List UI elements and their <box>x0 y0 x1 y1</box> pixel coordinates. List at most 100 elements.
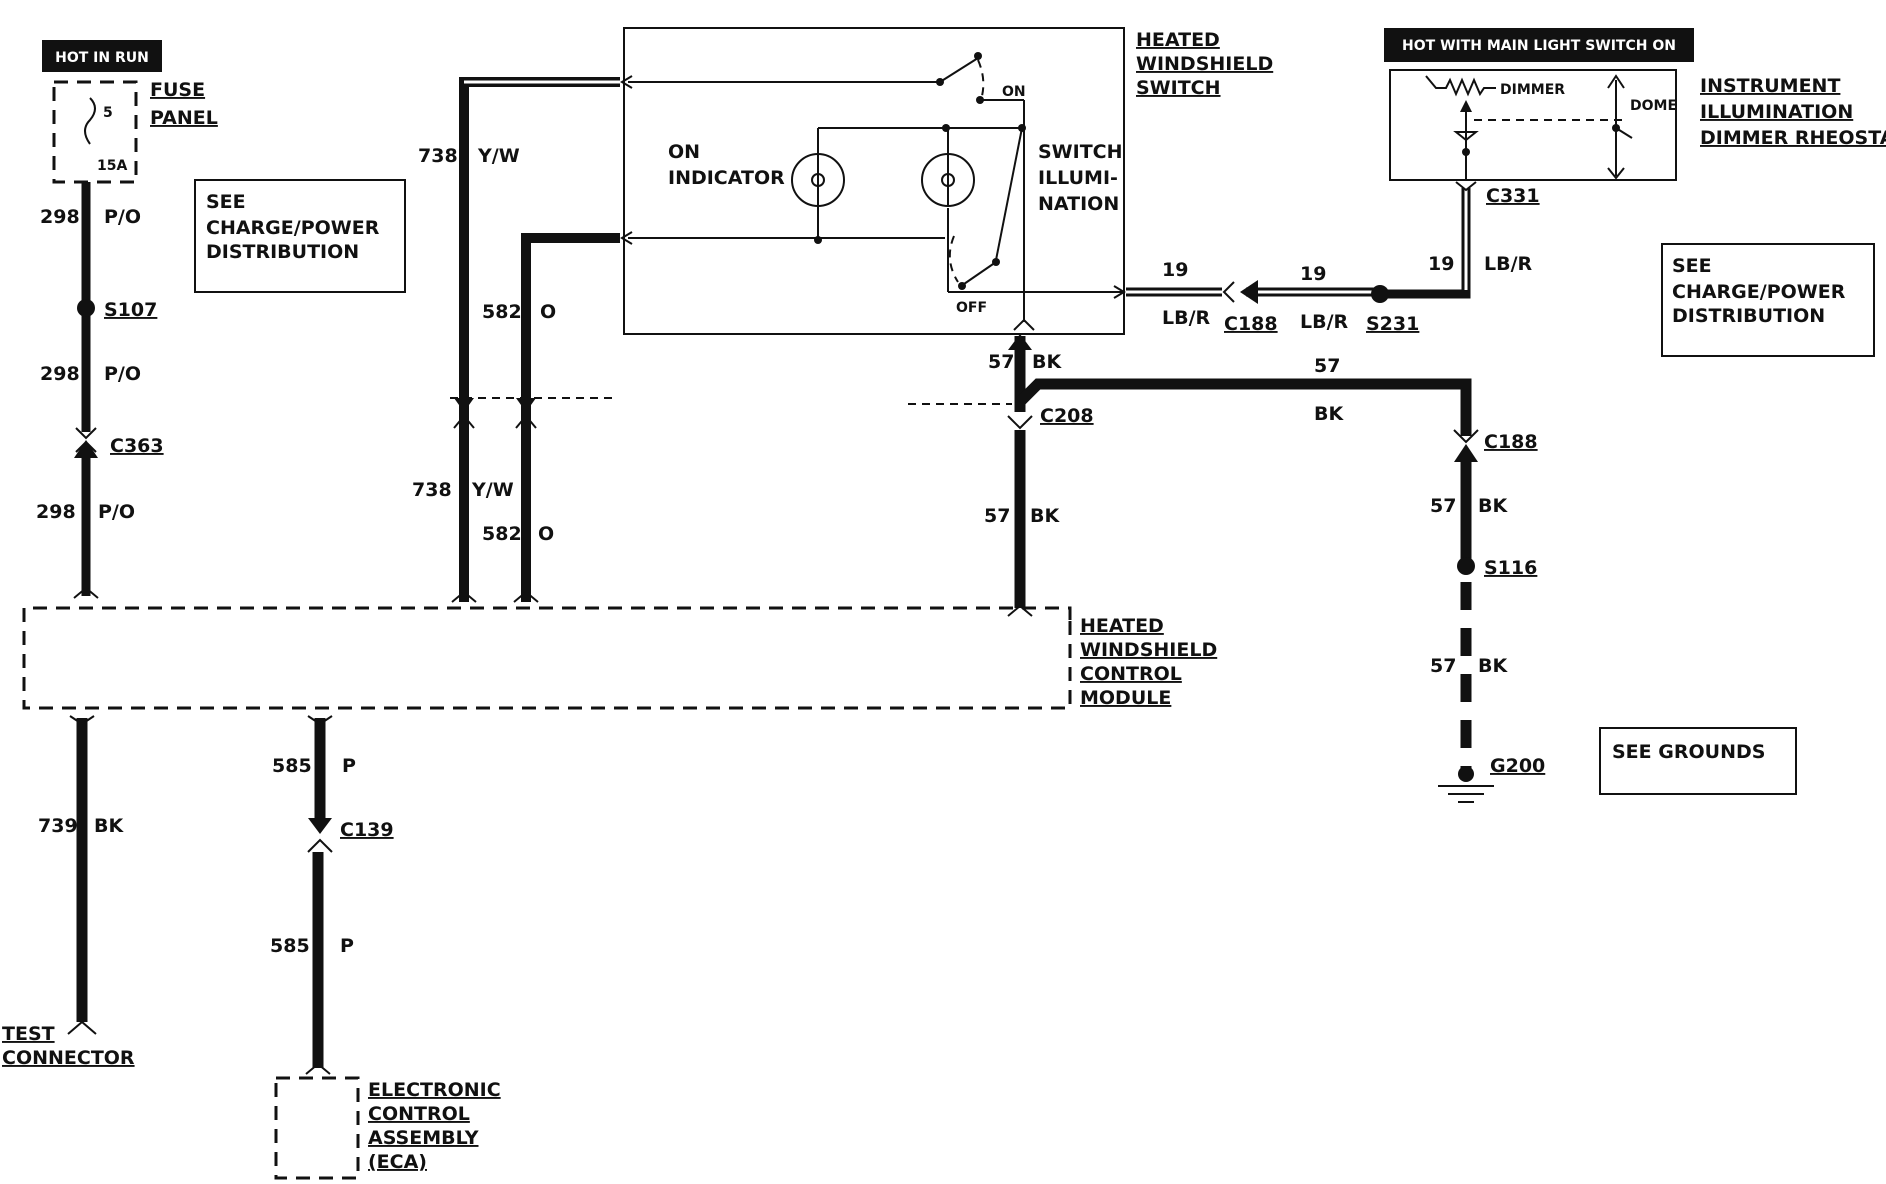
wire-585-color-b: P <box>340 935 354 957</box>
splice-s116 <box>1457 557 1475 575</box>
control-module-label-1: HEATED <box>1080 615 1164 637</box>
svg-text:DISTRIBUTION: DISTRIBUTION <box>1672 305 1825 327</box>
wire-582-color-b: O <box>538 523 554 545</box>
wire-19-number-a: 19 <box>1162 259 1188 281</box>
connector-c188-right-label: C188 <box>1484 431 1538 453</box>
splice-s116-label: S116 <box>1484 557 1537 579</box>
wire-19-color-b: LB/R <box>1300 311 1349 333</box>
ground-g200-icon <box>1438 766 1494 803</box>
heated-windshield-switch: ON OFF ON INDICATOR SWITCH ILLUMI- NA <box>620 27 1126 335</box>
module-terminal-298 <box>73 586 99 599</box>
ground-g200-label: G200 <box>1490 755 1545 777</box>
eca-label-3: ASSEMBLY <box>368 1127 479 1149</box>
svg-text:CHARGE/POWER: CHARGE/POWER <box>206 217 380 239</box>
heated-windshield-switch-label-2: WINDSHIELD <box>1136 53 1273 75</box>
hot-main-light-badge: HOT WITH MAIN LIGHT SWITCH ON <box>1384 28 1694 62</box>
connector-c188-left-label: C188 <box>1224 313 1278 335</box>
wire-19-color-a: LB/R <box>1162 307 1211 329</box>
svg-text:HOT IN RUN: HOT IN RUN <box>55 50 149 66</box>
wire-19-number-b: 19 <box>1300 263 1326 285</box>
wire-57-number-b: 57 <box>984 505 1010 527</box>
wire-19-right <box>1380 188 1471 299</box>
wire-19-number-c: 19 <box>1428 253 1454 275</box>
instrument-dimmer-rheostat: DIMMER DOME <box>1389 69 1677 181</box>
svg-text:SEE: SEE <box>206 191 246 213</box>
see-grounds: SEE GROUNDS <box>1599 727 1797 795</box>
svg-text:PANEL: PANEL <box>150 107 218 129</box>
connector-c139-label: C139 <box>340 819 394 841</box>
wire-738-color-a: Y/W <box>477 145 520 167</box>
test-connector-terminal <box>67 1020 97 1035</box>
switch-illumination-label-2: ILLUMI- <box>1038 167 1118 189</box>
eca-label-1: ELECTRONIC <box>368 1079 501 1101</box>
wire-57-number-c: 57 <box>1430 495 1456 517</box>
wire-298-number-b: 298 <box>40 363 80 385</box>
control-module-label-3: CONTROL <box>1080 663 1182 685</box>
wire-57-color-c: BK <box>1478 495 1508 517</box>
wire-57-number-top: 57 <box>1314 355 1340 377</box>
svg-text:CHARGE/POWER: CHARGE/POWER <box>1672 281 1846 303</box>
instrument-dimmer-label-3: DIMMER RHEOSTAT <box>1700 127 1886 149</box>
wire-738-color-b: Y/W <box>471 479 514 501</box>
wire-57-number-d: 57 <box>1430 655 1456 677</box>
wire-739-number: 739 <box>38 815 78 837</box>
splice-s107 <box>77 299 95 317</box>
switch-illumination-label-3: NATION <box>1038 193 1119 215</box>
heated-windshield-switch-label-3: SWITCH <box>1136 77 1221 99</box>
svg-text:SEE GROUNDS: SEE GROUNDS <box>1612 741 1765 763</box>
on-indicator-lamp-icon <box>791 153 845 207</box>
wire-582-color-a: O <box>540 301 556 323</box>
heated-windshield-control-module <box>22 606 1072 710</box>
on-indicator-label-1: ON <box>668 141 700 163</box>
svg-text:C363: C363 <box>110 435 164 457</box>
see-charge-power-left: SEE CHARGE/POWER DISTRIBUTION <box>194 179 406 293</box>
svg-text:SEE: SEE <box>1672 255 1712 277</box>
test-connector-label-1: TEST <box>2 1023 55 1045</box>
wire-585-number-a: 585 <box>272 755 312 777</box>
splice-s231-label: S231 <box>1366 313 1419 335</box>
wire-57-to-c188 <box>1016 378 1472 436</box>
connector-c331 <box>1455 181 1477 192</box>
wire-582-number-a: 582 <box>482 301 522 323</box>
wire-738-number-a: 738 <box>418 145 458 167</box>
splice-s107-label: S107 <box>104 299 157 321</box>
instrument-dimmer-label-1: INSTRUMENT <box>1700 75 1840 97</box>
wire-298-color-b: P/O <box>104 363 141 385</box>
wire-19-color-c: LB/R <box>1484 253 1533 275</box>
svg-text:15A: 15A <box>97 158 127 174</box>
control-module-label-4: MODULE <box>1080 687 1171 709</box>
wire-57-color-b: BK <box>1030 505 1060 527</box>
control-module-label-2: WINDSHIELD <box>1080 639 1217 661</box>
dimmer-label: DIMMER <box>1500 82 1565 98</box>
svg-text:DISTRIBUTION: DISTRIBUTION <box>206 241 359 263</box>
wire-298-color-c: P/O <box>98 501 135 523</box>
wire-298-color-a: P/O <box>104 206 141 228</box>
dome-label: DOME <box>1630 98 1677 114</box>
test-connector-label-2: CONNECTOR <box>2 1047 135 1069</box>
electronic-control-assembly <box>274 1076 360 1180</box>
wire-739-color: BK <box>94 815 124 837</box>
fuse-panel: 5 15A FUSE PANEL <box>52 79 218 184</box>
instrument-dimmer-label-2: ILLUMINATION <box>1700 101 1853 123</box>
wire-57-color-d: BK <box>1478 655 1508 677</box>
wire-57-number-a: 57 <box>988 351 1014 373</box>
connector-c331-label: C331 <box>1486 185 1540 207</box>
eca-label-4: (ECA) <box>368 1151 427 1173</box>
switch-off-label: OFF <box>956 300 987 316</box>
svg-text:FUSE: FUSE <box>150 79 205 101</box>
connector-c188-right <box>1453 429 1479 444</box>
wire-298-number-a: 298 <box>40 206 80 228</box>
wire-298-number-c: 298 <box>36 501 76 523</box>
connector-c139 <box>307 838 333 853</box>
wire-585-color-a: P <box>342 755 356 777</box>
switch-on-label: ON <box>1002 84 1026 100</box>
eca-label-2: CONTROL <box>368 1103 470 1125</box>
connector-c188-left <box>1222 281 1235 303</box>
switch-illumination-lamp-icon <box>921 153 975 207</box>
wire-57-color-a: BK <box>1032 351 1062 373</box>
arrow-c363 <box>74 440 98 458</box>
connector-c208 <box>1007 415 1033 430</box>
hot-in-run-badge: HOT IN RUN <box>42 40 162 72</box>
svg-text:5: 5 <box>103 105 113 121</box>
